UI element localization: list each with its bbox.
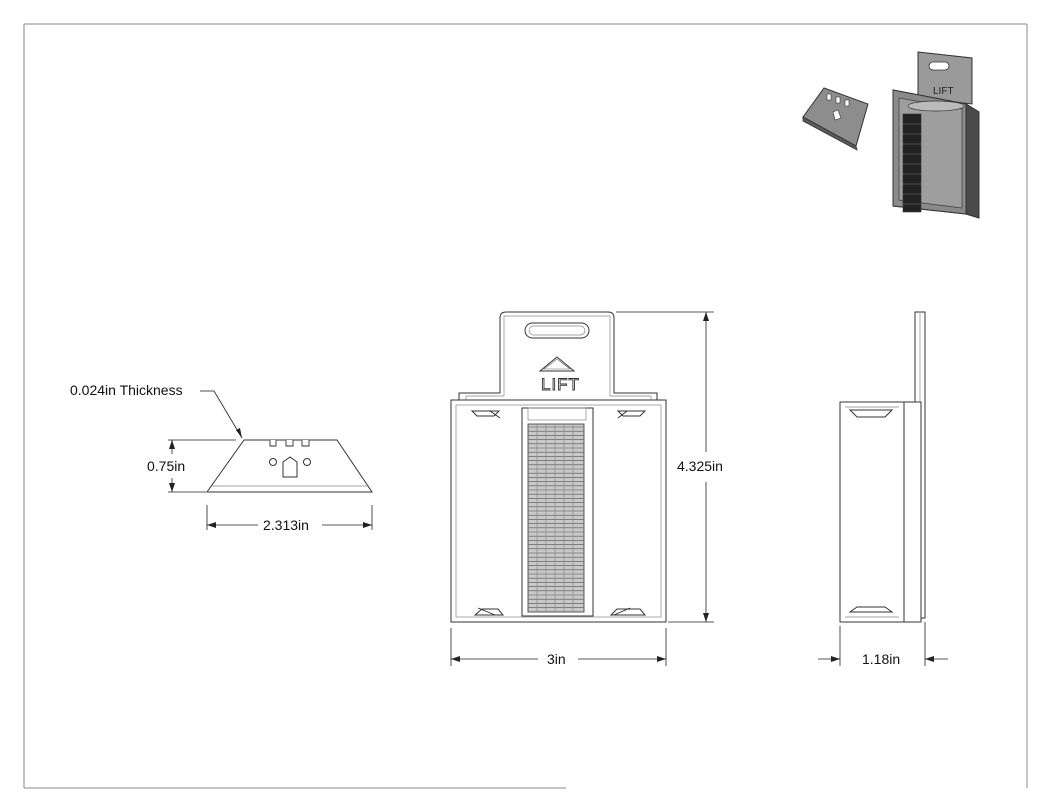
lift-arrow-icon [538, 356, 576, 372]
dispenser-height-label: 4.325in [677, 458, 723, 474]
dispenser-width-label: 3in [547, 651, 566, 667]
isometric-preview: LIFT [802, 51, 980, 219]
blade-view: 0.024in Thickness 0.75in 2.313in [70, 382, 373, 533]
thickness-label: 0.024in Thickness [70, 382, 183, 398]
blade-width-label: 2.313in [263, 517, 309, 533]
blade-height-label: 0.75in [147, 458, 185, 474]
dispenser-width-dimension: 3in [450, 628, 667, 667]
dispenser-front-view: LIFT 4.325in [450, 311, 723, 667]
dispenser-side-view: 1.18in [818, 311, 948, 667]
svg-text:LIFT: LIFT [933, 86, 954, 97]
top-clips [470, 410, 647, 419]
iso-blade [802, 87, 869, 151]
thickness-callout: 0.024in Thickness [70, 382, 243, 439]
lift-label: LIFT [541, 375, 580, 394]
blade-width-dimension: 2.313in [206, 505, 373, 533]
dispenser-depth-dimension: 1.18in [818, 622, 948, 667]
dispenser-depth-label: 1.18in [862, 651, 900, 667]
hang-slot [524, 322, 590, 339]
bottom-clips [473, 607, 647, 616]
iso-dispenser: LIFT [892, 51, 980, 219]
sheet-border [23, 23, 1028, 789]
blade-stack [527, 423, 585, 613]
dispenser-height-dimension: 4.325in [616, 311, 723, 623]
blade-outline [206, 439, 373, 493]
side-body [839, 401, 905, 623]
blade-height-dimension: 0.75in [147, 439, 236, 493]
hang-tab [458, 311, 658, 400]
